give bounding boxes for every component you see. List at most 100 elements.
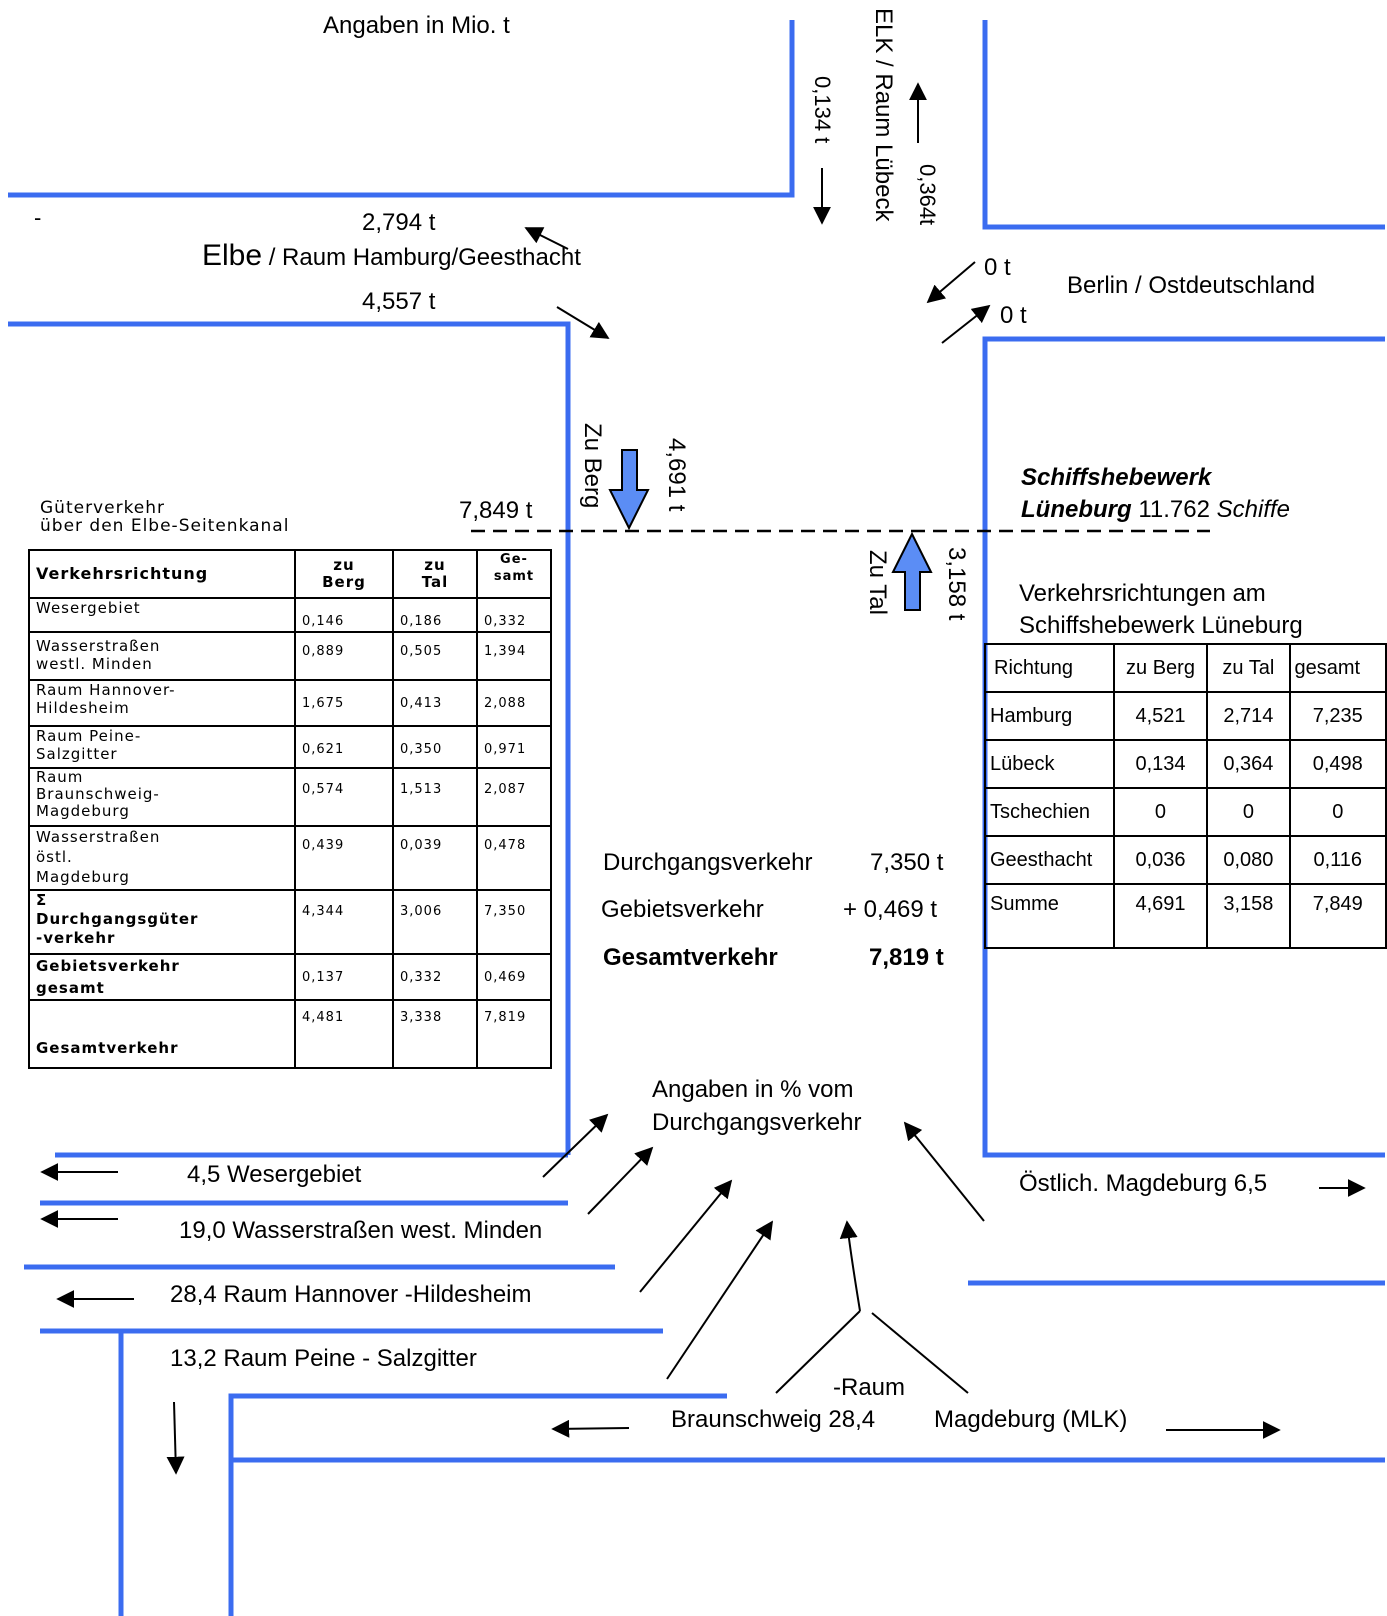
berlin-label: Berlin / Ostdeutschland <box>1067 272 1316 299</box>
right-table-cell: 7,235 <box>1288 691 1387 741</box>
left-table-cell: 0,478 <box>476 825 552 891</box>
right-directions-table: Richtung zu Berg zu Tal gesamt Hamburg 4… <box>984 643 1387 949</box>
right-table-cell: 0,134 <box>1112 739 1209 789</box>
elk-up-value: 0,364t <box>915 164 940 226</box>
left-table-cell: 0,186 <box>392 597 478 633</box>
peine-down-arrow <box>166 1401 185 1475</box>
table-row: Tschechien 0 0 0 <box>984 787 1387 837</box>
left-table-header: zu Tal <box>392 549 478 599</box>
table-row: Gesamtverkehr 4,481 3,338 7,819 <box>28 999 552 1069</box>
right-table-cell: Lübeck <box>984 739 1115 789</box>
raum-label: -Raum <box>833 1374 906 1401</box>
table-row: Gebietsverkehr gesamt 0,137 0,332 0,469 <box>28 953 552 1001</box>
left-table-caption: Güterverkehr über den Elbe-Seitenkanal <box>40 499 289 535</box>
elbe-label: Elbe / Raum Hamburg/Geesthacht <box>202 239 581 273</box>
gebiet-value: + 0,469 t <box>843 896 938 923</box>
percent-note: Angaben in % vom Durchgangsverkehr <box>652 1073 861 1139</box>
left-table-header: Verkehrsrichtung <box>28 549 296 599</box>
magdeburg-branch <box>871 1312 969 1394</box>
zu-berg-value: 4,691 t <box>663 438 690 512</box>
left-table-caption-line1: Güterverkehr <box>40 498 166 518</box>
berlin-in-arrow <box>926 261 976 304</box>
hannover-flow-arrow <box>639 1179 733 1293</box>
left-table-caption-line2: über den Elbe-Seitenkanal <box>40 516 290 536</box>
right-table-header: gesamt <box>1288 643 1387 693</box>
left-table-cell: 0,439 <box>294 825 394 891</box>
right-table-caption-line2: Schiffshebewerk Lüneburg <box>1019 612 1303 639</box>
right-table-cell: Tschechien <box>984 787 1115 837</box>
left-table-cell: 2,088 <box>476 679 552 727</box>
lift-title-lueneburg: Lüneburg <box>1021 496 1132 523</box>
stray-mark: - <box>34 205 42 230</box>
left-table-cell: Wasserstraßen östl. Magdeburg <box>28 825 296 891</box>
left-table-cell: 4,344 <box>294 889 394 955</box>
right-table-header: Richtung <box>984 643 1115 693</box>
table-row: Σ Durchgangsgüter -verkehr 4,344 3,006 7… <box>28 889 552 955</box>
table-row: Raum Hannover- Hildesheim 1,675 0,413 2,… <box>28 679 552 727</box>
left-table-cell: 0,469 <box>476 953 552 1001</box>
zu-berg-arrow <box>608 449 650 531</box>
elbe-south-bank <box>8 321 571 1155</box>
left-table-cell: 3,006 <box>392 889 478 955</box>
left-table-cell: 7,819 <box>476 999 552 1069</box>
left-table-cell: 0,505 <box>392 631 478 681</box>
minden-flow-arrow <box>587 1146 654 1215</box>
braunschweig-label: Braunschweig 28,4 <box>671 1406 876 1433</box>
magdeburg-label: Magdeburg (MLK) <box>934 1406 1128 1433</box>
oestlich-flow-arrow <box>903 1121 985 1222</box>
right-table-cell: 0,116 <box>1288 835 1387 885</box>
left-table-header: zu Berg <box>294 549 394 599</box>
right-table-cell: 7,849 <box>1288 883 1387 949</box>
table-row: Wasserstraßen westl. Minden 0,889 0,505 … <box>28 631 552 681</box>
left-table-cell: 0,137 <box>294 953 394 1001</box>
left-table-cell: Σ Durchgangsgüter -verkehr <box>28 889 296 955</box>
left-table-cell: Raum Braunschweig- Magdeburg <box>28 767 296 827</box>
table-row: Wesergebiet 0,146 0,186 0,332 <box>28 597 552 633</box>
left-table-header: Ge- samt <box>476 549 552 599</box>
units-note: Angaben in Mio. t <box>323 12 510 39</box>
left-table-cell: 0,889 <box>294 631 394 681</box>
left-table-cell: 4,481 <box>294 999 394 1069</box>
table-row: Wasserstraßen östl. Magdeburg 0,439 0,03… <box>28 825 552 891</box>
left-table-cell: Gesamtverkehr <box>28 999 296 1069</box>
right-table-cell: 4,521 <box>1112 691 1209 741</box>
left-table-cell: 1,513 <box>392 767 478 827</box>
left-table-cell: 0,621 <box>294 725 394 769</box>
right-table-header-row: Richtung zu Berg zu Tal gesamt <box>984 643 1387 693</box>
left-table-cell: 1,394 <box>476 631 552 681</box>
elbe-in-arrow <box>556 306 610 339</box>
right-table-header: zu Berg <box>1112 643 1209 693</box>
ships-word: Schiffe <box>1216 496 1290 523</box>
mlk-left-arrow <box>551 1419 630 1438</box>
left-table-cell: 0,413 <box>392 679 478 727</box>
table-row: Raum Braunschweig- Magdeburg 0,574 1,513… <box>28 767 552 827</box>
left-table-cell: Raum Hannover- Hildesheim <box>28 679 296 727</box>
right-table-cell: 0 <box>1288 787 1387 837</box>
weser-flow-arrow <box>542 1113 609 1178</box>
table-row: Summe 4,691 3,158 7,849 <box>984 883 1387 949</box>
lift-title-line1: Schiffshebewerk <box>1021 464 1212 491</box>
right-table-cell: Hamburg <box>984 691 1115 741</box>
berlin-out-arrow <box>941 304 991 344</box>
left-table-cell: 0,332 <box>392 953 478 1001</box>
oestlich-label: Östlich. Magdeburg 6,5 <box>1019 1170 1268 1197</box>
right-table-cell: 0 <box>1112 787 1209 837</box>
braunschweig-branch <box>775 1310 861 1394</box>
elk-down-value: 0,134 t <box>810 76 835 144</box>
left-table-cell: 0,332 <box>476 597 552 633</box>
elbe-label-big: Elbe <box>202 239 263 272</box>
left-table-cell: Raum Peine- Salzgitter <box>28 725 296 769</box>
weser-label: 4,5 Wesergebiet <box>187 1161 362 1188</box>
left-table-cell: 0,146 <box>294 597 394 633</box>
zu-tal-label: Zu Tal <box>864 550 891 615</box>
elk-west-bank <box>8 20 795 198</box>
right-table-cell: 0,498 <box>1288 739 1387 789</box>
durchgang-value: 7,350 t <box>870 849 944 876</box>
left-table-cell: 0,350 <box>392 725 478 769</box>
percent-note-line1: Angaben in % vom <box>652 1076 854 1103</box>
right-table-cell: 0 <box>1206 787 1291 837</box>
right-table-cell: Geesthacht <box>984 835 1115 885</box>
lift-title-line2: Lüneburg 11.762 Schiffe <box>1021 496 1290 524</box>
durchgang-label: Durchgangsverkehr <box>603 849 813 876</box>
